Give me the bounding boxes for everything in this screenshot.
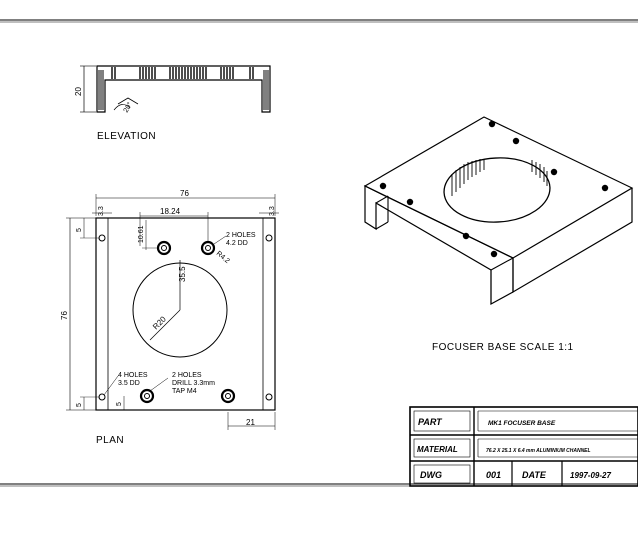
note-drill-tap: TAP M4 [172, 388, 197, 395]
note-2-holes-title: 2 HOLES [226, 232, 256, 239]
note-4-holes-title: 4 HOLES [118, 372, 148, 379]
plan-r-small-dim: R4.2 [215, 250, 231, 265]
plan-height-dim: 76 [60, 311, 69, 320]
plan-hole-span-dim: 18.24 [160, 207, 181, 216]
elevation-height-dim: 20 [74, 87, 83, 96]
plan-edge-left-dim: 3.3 [98, 206, 105, 216]
note-drill-title: 2 HOLES [172, 372, 202, 379]
iso-holes [379, 120, 609, 258]
tb-material-label: MATERIAL [417, 445, 458, 454]
tb-part-value: MK1 FOCUSER BASE [488, 420, 556, 427]
plan-top-offset-dim: 5 [76, 228, 83, 232]
plan-title: PLAN [96, 435, 124, 446]
note-drill-spec: DRILL 3.3mm [172, 380, 215, 387]
elevation-title: ELEVATION [97, 131, 156, 142]
plan-edge-right-dim: 3.3 [269, 206, 276, 216]
plan-bottom-right-dim: 21 [246, 418, 255, 427]
plan-view [66, 194, 279, 430]
plan-center-dim: 35.5 [178, 266, 187, 282]
plan-r-big-dim: R20 [151, 314, 168, 331]
elevation-view [80, 65, 271, 113]
title-block [409, 406, 638, 487]
plan-hole-4-2-right [200, 240, 216, 256]
plan-drill-hole-right [220, 388, 236, 404]
plan-drill-hole-left [139, 388, 155, 404]
plan-hole-drop-dim: 10.61 [138, 225, 145, 243]
note-2-holes-size: 4.2 DD [226, 240, 248, 247]
note-4-holes-size: 3.5 DD [118, 380, 140, 387]
tb-dwg-label: DWG [420, 470, 442, 480]
plan-bottom-offset-dim: 5 [76, 403, 83, 407]
tb-date-value: 1997-09-27 [570, 471, 611, 480]
tb-material-value: 76.2 X 25.1 X 6.4 mm ALUMINIUM CHANNEL [486, 448, 591, 454]
plan-hole-4-2-left [156, 240, 172, 256]
elevation-angle-dim: 20° [122, 101, 134, 114]
iso-title: FOCUSER BASE SCALE 1:1 [432, 342, 574, 353]
tb-part-label: PART [418, 417, 443, 427]
elevation-hatch [98, 70, 269, 110]
iso-big-hole [443, 157, 551, 223]
plan-width-dim: 76 [180, 189, 189, 198]
tb-date-label: DATE [522, 470, 547, 480]
tb-dwg-value: 001 [486, 470, 501, 480]
isometric-view [363, 116, 634, 306]
plan-bottom-offset-b-dim: 5 [116, 402, 123, 406]
